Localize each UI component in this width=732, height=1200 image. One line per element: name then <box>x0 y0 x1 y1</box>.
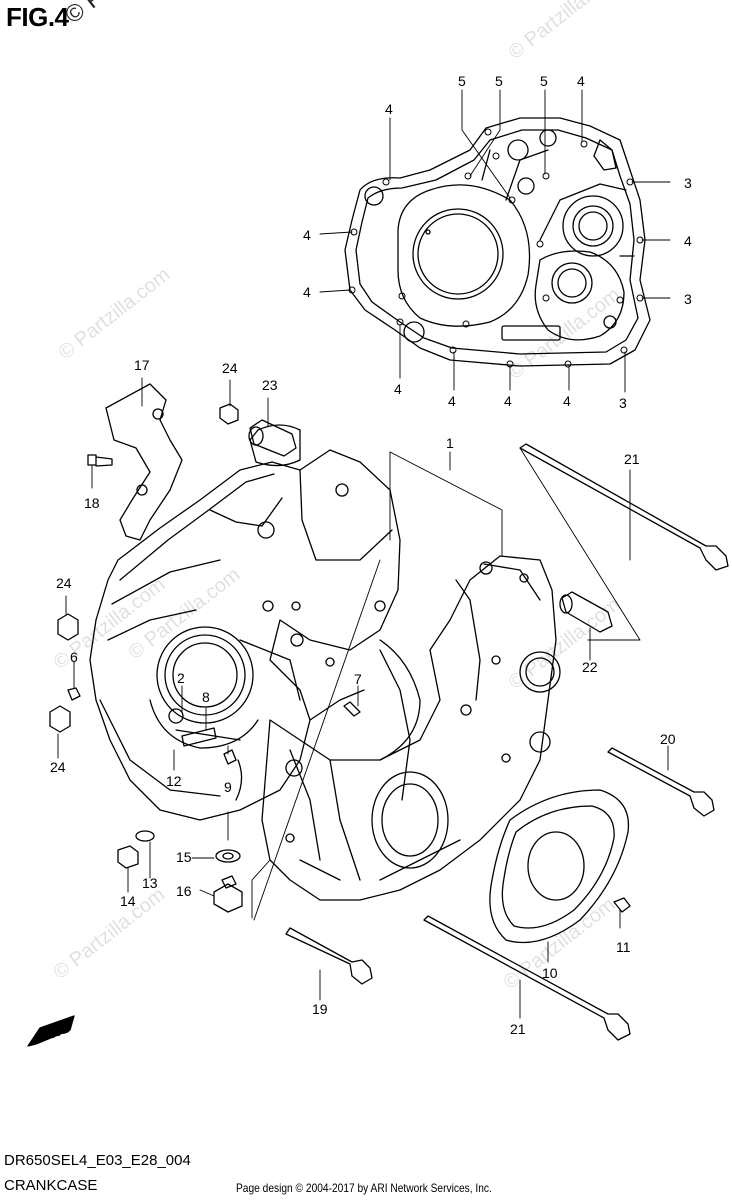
watermarks: © Partzilla.com © Partzilla.com © Partzi… <box>50 0 625 994</box>
callout-5: 5 <box>540 73 548 89</box>
callout-19: 19 <box>312 1001 328 1017</box>
callout-16: 16 <box>176 883 192 899</box>
callout-4: 4 <box>563 393 571 409</box>
crankcase-left-half <box>89 424 401 821</box>
part-13-washer <box>135 830 155 842</box>
callout-21: 21 <box>510 1021 526 1037</box>
callout-5: 5 <box>458 73 466 89</box>
part-11-bolt <box>613 897 631 913</box>
callout-24: 24 <box>56 575 72 591</box>
callout-14: 14 <box>120 893 136 909</box>
crankcase-right-half <box>261 555 561 901</box>
callout-4: 4 <box>577 73 585 89</box>
callout-4: 4 <box>385 101 393 117</box>
part-9-bolt <box>223 749 237 765</box>
callout-4: 4 <box>394 381 402 397</box>
crankcase-cover-gasket-face <box>344 117 651 367</box>
part-23-dowel <box>248 419 297 457</box>
callout-15: 15 <box>176 849 192 865</box>
part-24-nuts <box>49 403 239 733</box>
copyright-text: Page design © 2004-2017 by ARI Network S… <box>236 1181 492 1195</box>
part-14-drain-plug <box>117 845 139 869</box>
callout-24: 24 <box>222 360 238 376</box>
leader-lines-top <box>319 89 671 393</box>
callout-labels: 5 5 5 4 4 3 4 4 4 3 4 4 4 4 3 17 24 23 1… <box>38 73 692 1045</box>
callout-9: 9 <box>224 779 232 795</box>
part-16-plug <box>213 875 243 913</box>
callout-2: 2 <box>177 670 185 686</box>
callout-3: 3 <box>684 291 692 307</box>
part-20-bolt <box>607 747 715 817</box>
watermark: © Partzilla.com <box>505 284 625 384</box>
diagram-code: DR650SEL4_E03_E28_004 <box>4 1152 191 1169</box>
watermark: © Partzilla.com <box>500 894 620 994</box>
callout-7: 7 <box>354 671 362 687</box>
watermark: © Partzilla.com <box>505 0 625 64</box>
part-10-plate <box>489 789 630 944</box>
part-6-plug <box>67 687 81 701</box>
callout-20: 20 <box>660 731 676 747</box>
part-18-bolt <box>87 454 113 467</box>
callout-10: 10 <box>542 965 558 981</box>
part-17-bracket <box>105 383 183 541</box>
callout-23: 23 <box>262 377 278 393</box>
part-8-pipe <box>181 727 217 747</box>
callout-1: 1 <box>446 435 454 451</box>
part-19-bolt <box>285 927 373 985</box>
callout-18: 18 <box>84 495 100 511</box>
callout-24: 24 <box>50 759 66 775</box>
callout-4: 4 <box>303 227 311 243</box>
leader-lines-main <box>57 377 669 1019</box>
callout-13: 13 <box>142 875 158 891</box>
callout-4: 4 <box>684 233 692 249</box>
callout-4: 4 <box>303 284 311 300</box>
part-21-bolt-top <box>519 443 729 571</box>
callout-12: 12 <box>166 773 182 789</box>
part-7-bolt <box>343 701 361 717</box>
part-15-washer <box>215 849 241 863</box>
callout-4: 4 <box>504 393 512 409</box>
callout-21: 21 <box>624 451 640 467</box>
callout-6: 6 <box>70 649 78 665</box>
watermark: © Partzilla.com <box>50 884 170 984</box>
callout-17: 17 <box>134 357 150 373</box>
fwd-label: FWD <box>38 1019 73 1045</box>
diagram-name: CRANKCASE <box>4 1177 98 1194</box>
callout-11: 11 <box>616 939 631 955</box>
part-22-dowel <box>559 591 613 633</box>
watermark: © Partzilla.com <box>55 264 175 364</box>
callout-8: 8 <box>202 689 210 705</box>
watermark: © Partzilla.com <box>125 564 245 664</box>
part-21-bolt-bottom <box>423 915 631 1041</box>
callout-3: 3 <box>684 175 692 191</box>
figure-title: FIG.4 <box>6 2 69 32</box>
callout-3: 3 <box>619 395 627 411</box>
callout-5: 5 <box>495 73 503 89</box>
bolt-holes <box>348 128 644 368</box>
callout-4: 4 <box>448 393 456 409</box>
callout-22: 22 <box>582 659 598 675</box>
fwd-arrow <box>27 1015 75 1047</box>
